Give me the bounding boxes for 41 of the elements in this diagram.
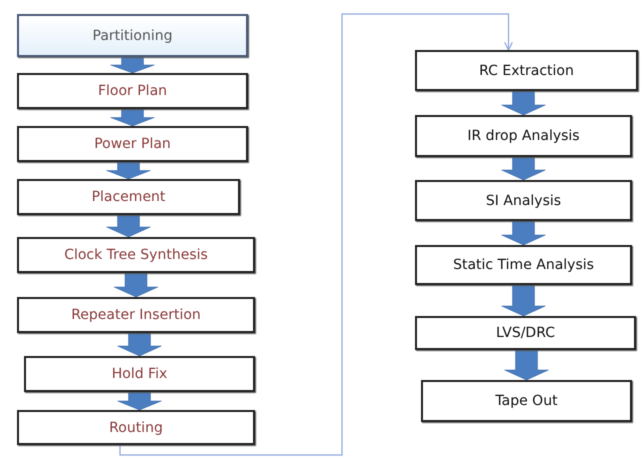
process-box — [24, 356, 255, 392]
step-label: Routing — [109, 420, 163, 436]
block-arrow — [501, 284, 546, 316]
step-label: LVS/DRC — [496, 325, 556, 341]
step-label: Placement — [92, 189, 166, 205]
process-box — [17, 237, 255, 273]
step-label: Power Plan — [94, 136, 171, 152]
step-label: Static Time Analysis — [453, 257, 594, 273]
process-box — [415, 245, 632, 285]
process-box — [415, 50, 638, 91]
block-arrow — [110, 56, 155, 74]
process-box — [415, 180, 632, 221]
step-label: Floor Plan — [98, 83, 168, 99]
block-arrow — [114, 272, 158, 298]
process-box — [17, 14, 248, 57]
process-box — [421, 380, 632, 422]
block-arrow — [501, 220, 546, 246]
step-label: Tape Out — [495, 393, 558, 409]
process-box — [17, 297, 255, 333]
step-label: Partitioning — [92, 28, 172, 44]
block-arrow — [106, 214, 151, 238]
block-arrow — [501, 156, 546, 180]
connector-line — [119, 13, 514, 456]
process-box — [17, 126, 248, 162]
block-arrow — [110, 108, 155, 126]
step-label: Hold Fix — [112, 366, 168, 382]
process-box — [415, 115, 632, 157]
process-box — [415, 316, 636, 350]
step-label: IR drop Analysis — [467, 128, 580, 144]
block-arrow — [117, 392, 162, 410]
step-label: Clock Tree Synthesis — [64, 247, 208, 263]
block-arrow — [504, 350, 549, 380]
step-label: RC Extraction — [479, 62, 574, 78]
process-box — [17, 410, 255, 445]
process-box — [17, 179, 240, 215]
block-arrow — [501, 90, 546, 116]
block-arrow — [106, 162, 151, 180]
step-label: Repeater Insertion — [71, 307, 201, 323]
process-box — [17, 73, 248, 109]
block-arrow — [117, 332, 162, 356]
step-label: SI Analysis — [486, 192, 562, 208]
